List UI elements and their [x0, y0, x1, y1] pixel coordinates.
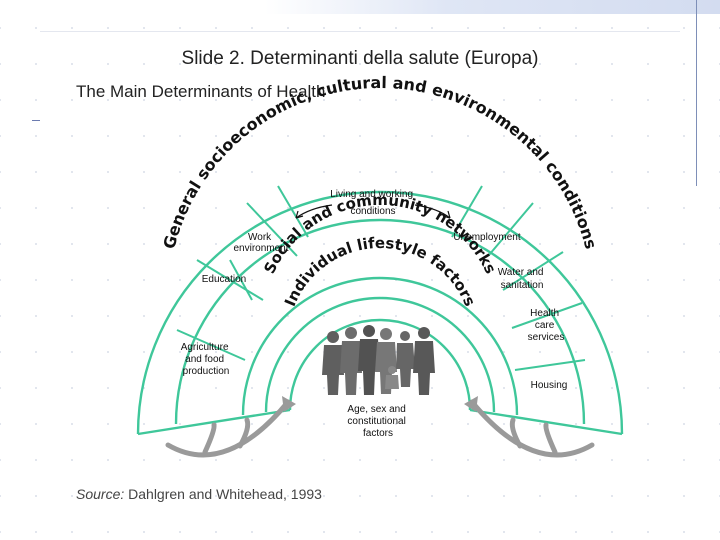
source-text: Dahlgren and Whitehead, 1993: [128, 486, 322, 502]
source-prefix: Source:: [76, 486, 124, 502]
outer-ring-label: General socioeconomic, cultural and envi…: [159, 73, 600, 251]
right-interaction-arrows: [472, 402, 592, 455]
left-interaction-arrows: [168, 402, 288, 455]
sector-unemployment: Unemployment: [453, 232, 520, 243]
source-citation: Source: Dahlgren and Whitehead, 1993: [76, 486, 322, 502]
sector-agriculture: Agriculture and food production: [181, 342, 232, 377]
core-label: Age, sex and constitutional factors: [347, 404, 408, 439]
sector-housing: Housing: [531, 380, 568, 391]
sector-education: Education: [202, 274, 246, 285]
people-silhouettes-image: [322, 325, 435, 395]
